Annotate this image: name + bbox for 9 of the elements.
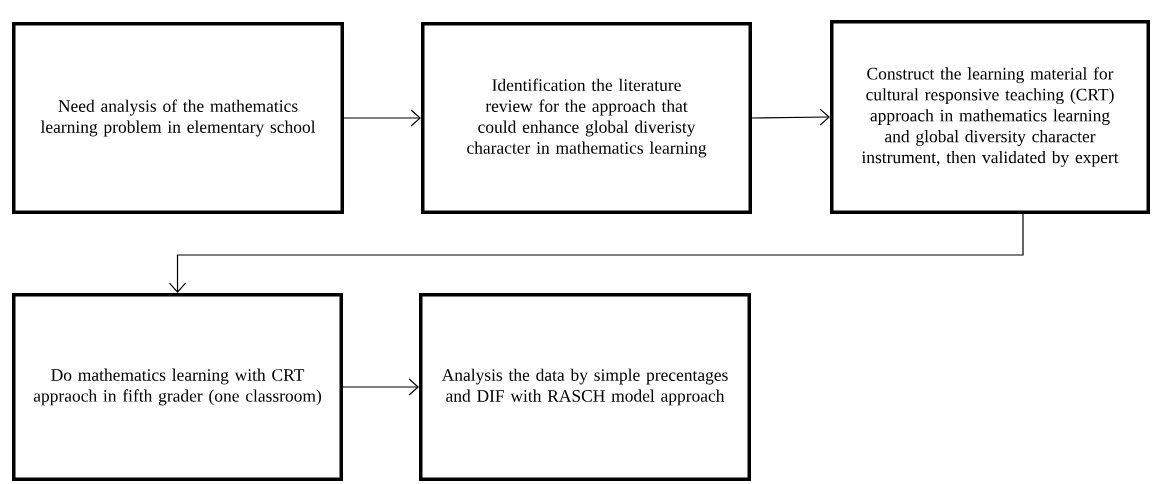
arrow	[342, 378, 419, 396]
arrow	[751, 108, 830, 126]
process-box: Do mathematics learning with CRT appraoch in fifth grader (one classroom)	[12, 293, 343, 481]
process-box: Need analysis of the mathematics learning problem in elementary school	[12, 22, 344, 214]
arrow	[168, 213, 1024, 293]
arrow	[343, 109, 421, 127]
process-box: Construct the learning material for cultural responsive teaching (CRT) approach in mathematics learning and global diversity character instrument, then validated by expert	[830, 20, 1150, 214]
process-box: Identification the literature review for the approach that could enhance global diveristy character in mathematics learning	[421, 22, 752, 214]
process-box: Analysis the data by simple precentages and DIF with RASCH model approach	[419, 293, 751, 481]
